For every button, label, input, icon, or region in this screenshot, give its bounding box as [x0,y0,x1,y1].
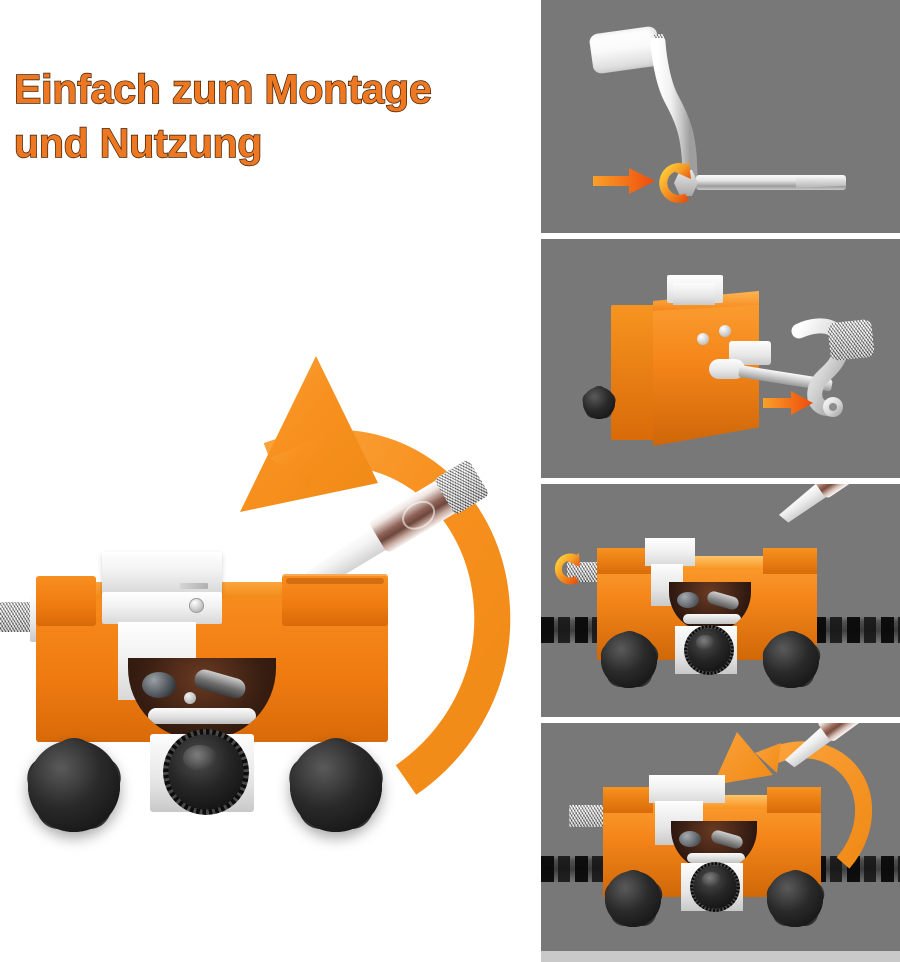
clamp-pivot-screw [189,598,204,613]
shaft-taper [796,177,846,188]
knob-right [762,869,828,931]
clamp-block-top [102,552,222,594]
face-screw-2 [719,325,731,337]
step-2-insert-crank [541,239,900,478]
rotation-arrow-icon [659,162,691,203]
depth-screw [569,805,605,827]
step-4-crank-to-sharpen [541,723,900,951]
headline-line-1: Einfach zum Montage [13,65,432,112]
body-right-groove [286,578,384,584]
clamp-block-mid [102,592,222,624]
bearing-collar [709,359,745,379]
body-right-ear [767,787,821,813]
clamp-marking [180,583,208,589]
knob-right [758,630,824,692]
knob-left [596,630,662,692]
crank-arm [650,38,698,188]
clamp-block [645,538,695,566]
body-left-ear [597,548,651,574]
crank-handle [769,484,893,536]
grinding-gear [683,624,735,676]
direction-arrow-icon [763,391,813,415]
grinding-gear [689,861,741,913]
panel-column-footer [541,951,900,962]
headline-line-2: und Nutzung [13,119,263,167]
grinding-gear [162,728,250,816]
hero-product-image [0,330,541,962]
rotation-arrow-icon [554,553,580,585]
body-left-ear [36,576,96,626]
face-screw-1 [697,333,709,345]
step-panel-column [541,0,900,962]
knob-right [283,738,389,838]
knob-left [580,386,618,422]
body-right-ear [763,548,817,574]
direction-arrow-icon [593,168,655,194]
page-title: Einfach zum Montage und Nutzung [13,62,534,170]
step-1-attach-crank [541,0,900,233]
body-left-ear [603,787,653,813]
sharpener-body [0,552,450,882]
step-3-mount-on-chain [541,484,900,717]
knob-left [600,869,666,931]
crank-knurled-knob [827,318,875,362]
rotation-arrow-icon [240,356,511,795]
clamp-block-lower [673,283,715,305]
clamp-block [649,775,725,803]
knob-left [21,738,127,838]
